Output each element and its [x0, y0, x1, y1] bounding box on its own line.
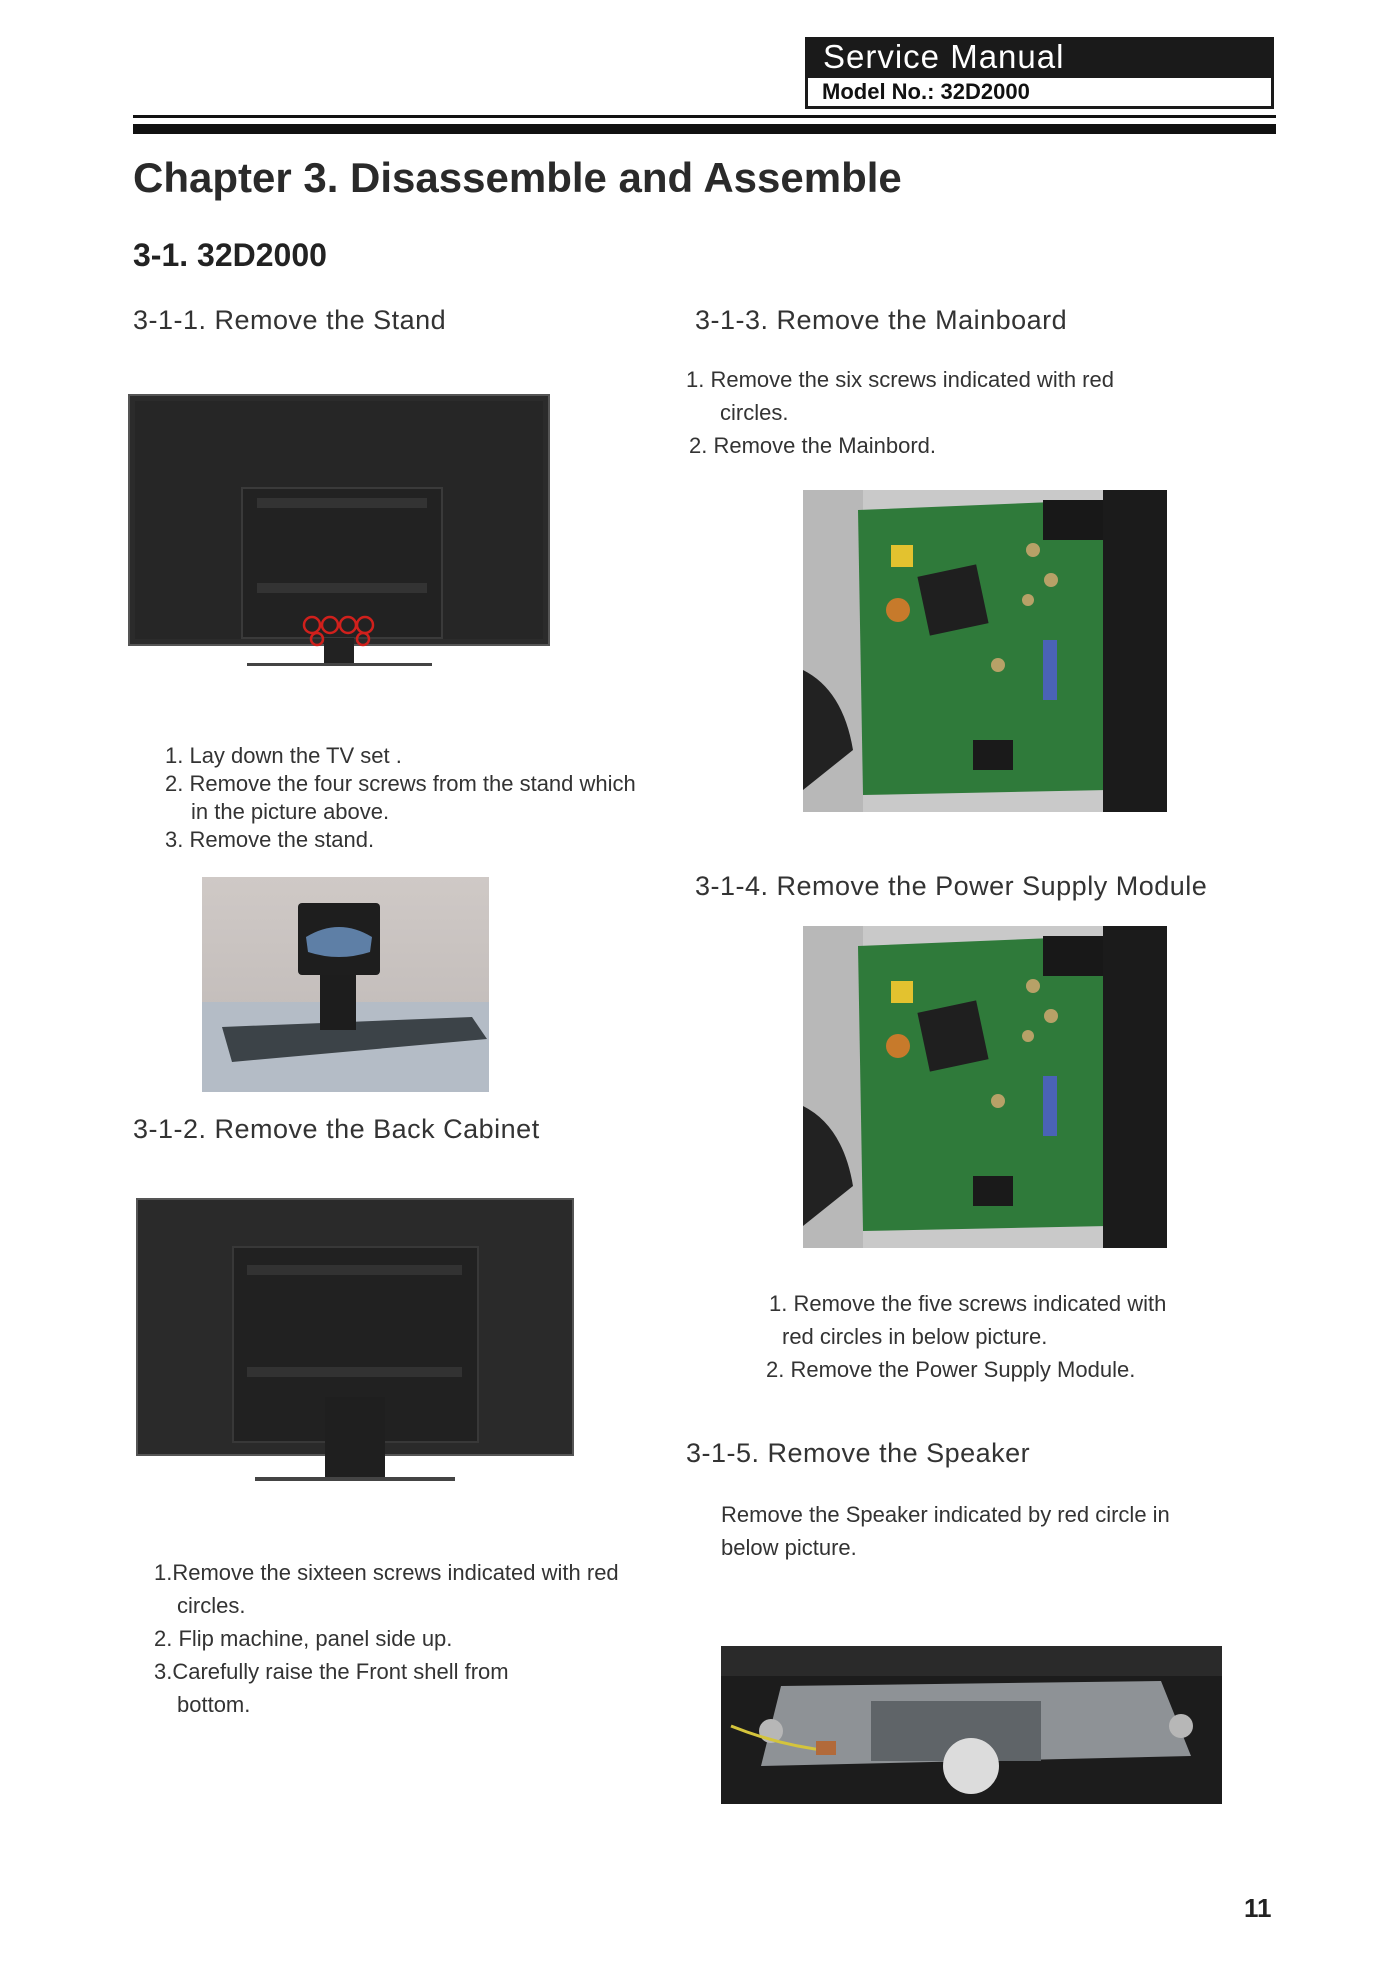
mainboard-step-1: 1. Remove the six screws indicated with …: [686, 367, 1114, 392]
cabinet-step-1-cont: circles.: [177, 1593, 246, 1618]
stand-step-1: 1. Lay down the TV set .: [165, 743, 402, 768]
mainboard-photo: [803, 490, 1167, 812]
power-step-2: 2. Remove the Power Supply Module.: [766, 1357, 1136, 1382]
header-rule-thick: [133, 124, 1276, 134]
mainboard-step-2: 2. Remove the Mainbord.: [689, 433, 937, 458]
heading-remove-power-supply: 3-1-4. Remove the Power Supply Module: [695, 871, 1208, 901]
cabinet-step-1: 1.Remove the sixteen screws indicated wi…: [154, 1560, 619, 1585]
stand-photo: [202, 877, 489, 1092]
stand-step-2: 2. Remove the four screws from the stand…: [165, 771, 636, 796]
stand-step-3: 3. Remove the stand.: [165, 827, 375, 852]
cabinet-step-3-cont: bottom.: [177, 1692, 251, 1717]
chapter-title: Chapter 3. Disassemble and Assemble: [133, 154, 902, 201]
tv-back-stand-image: [127, 393, 551, 675]
mainboard-step-1-cont: circles.: [720, 400, 789, 425]
section-title: 3-1. 32D2000: [133, 237, 327, 273]
manual-title: Service Manual: [823, 38, 1065, 75]
cabinet-step-2: 2. Flip machine, panel side up.: [154, 1626, 453, 1651]
heading-remove-speaker: 3-1-5. Remove the Speaker: [686, 1438, 1031, 1468]
heading-remove-mainboard: 3-1-3. Remove the Mainboard: [695, 305, 1068, 335]
page-number: 11: [1244, 1893, 1272, 1923]
heading-remove-stand: 3-1-1. Remove the Stand: [133, 305, 447, 335]
tv-back-cabinet-image: [135, 1197, 575, 1487]
power-step-1: 1. Remove the five screws indicated with: [769, 1291, 1167, 1316]
power-step-1-cont: red circles in below picture.: [782, 1324, 1048, 1349]
stand-step-2-cont: in the picture above.: [191, 799, 390, 824]
speaker-photo: [721, 1646, 1222, 1804]
model-number: Model No.: 32D2000: [822, 79, 1030, 104]
model-box: [808, 78, 1271, 106]
header-rule-thin: [133, 115, 1276, 118]
cabinet-step-3: 3.Carefully raise the Front shell from: [154, 1659, 509, 1684]
speaker-text-line-2: below picture.: [721, 1535, 857, 1560]
power-supply-photo: [803, 926, 1167, 1248]
heading-remove-back-cabinet: 3-1-2. Remove the Back Cabinet: [133, 1114, 540, 1144]
speaker-text-line-1: Remove the Speaker indicated by red circ…: [721, 1502, 1170, 1527]
